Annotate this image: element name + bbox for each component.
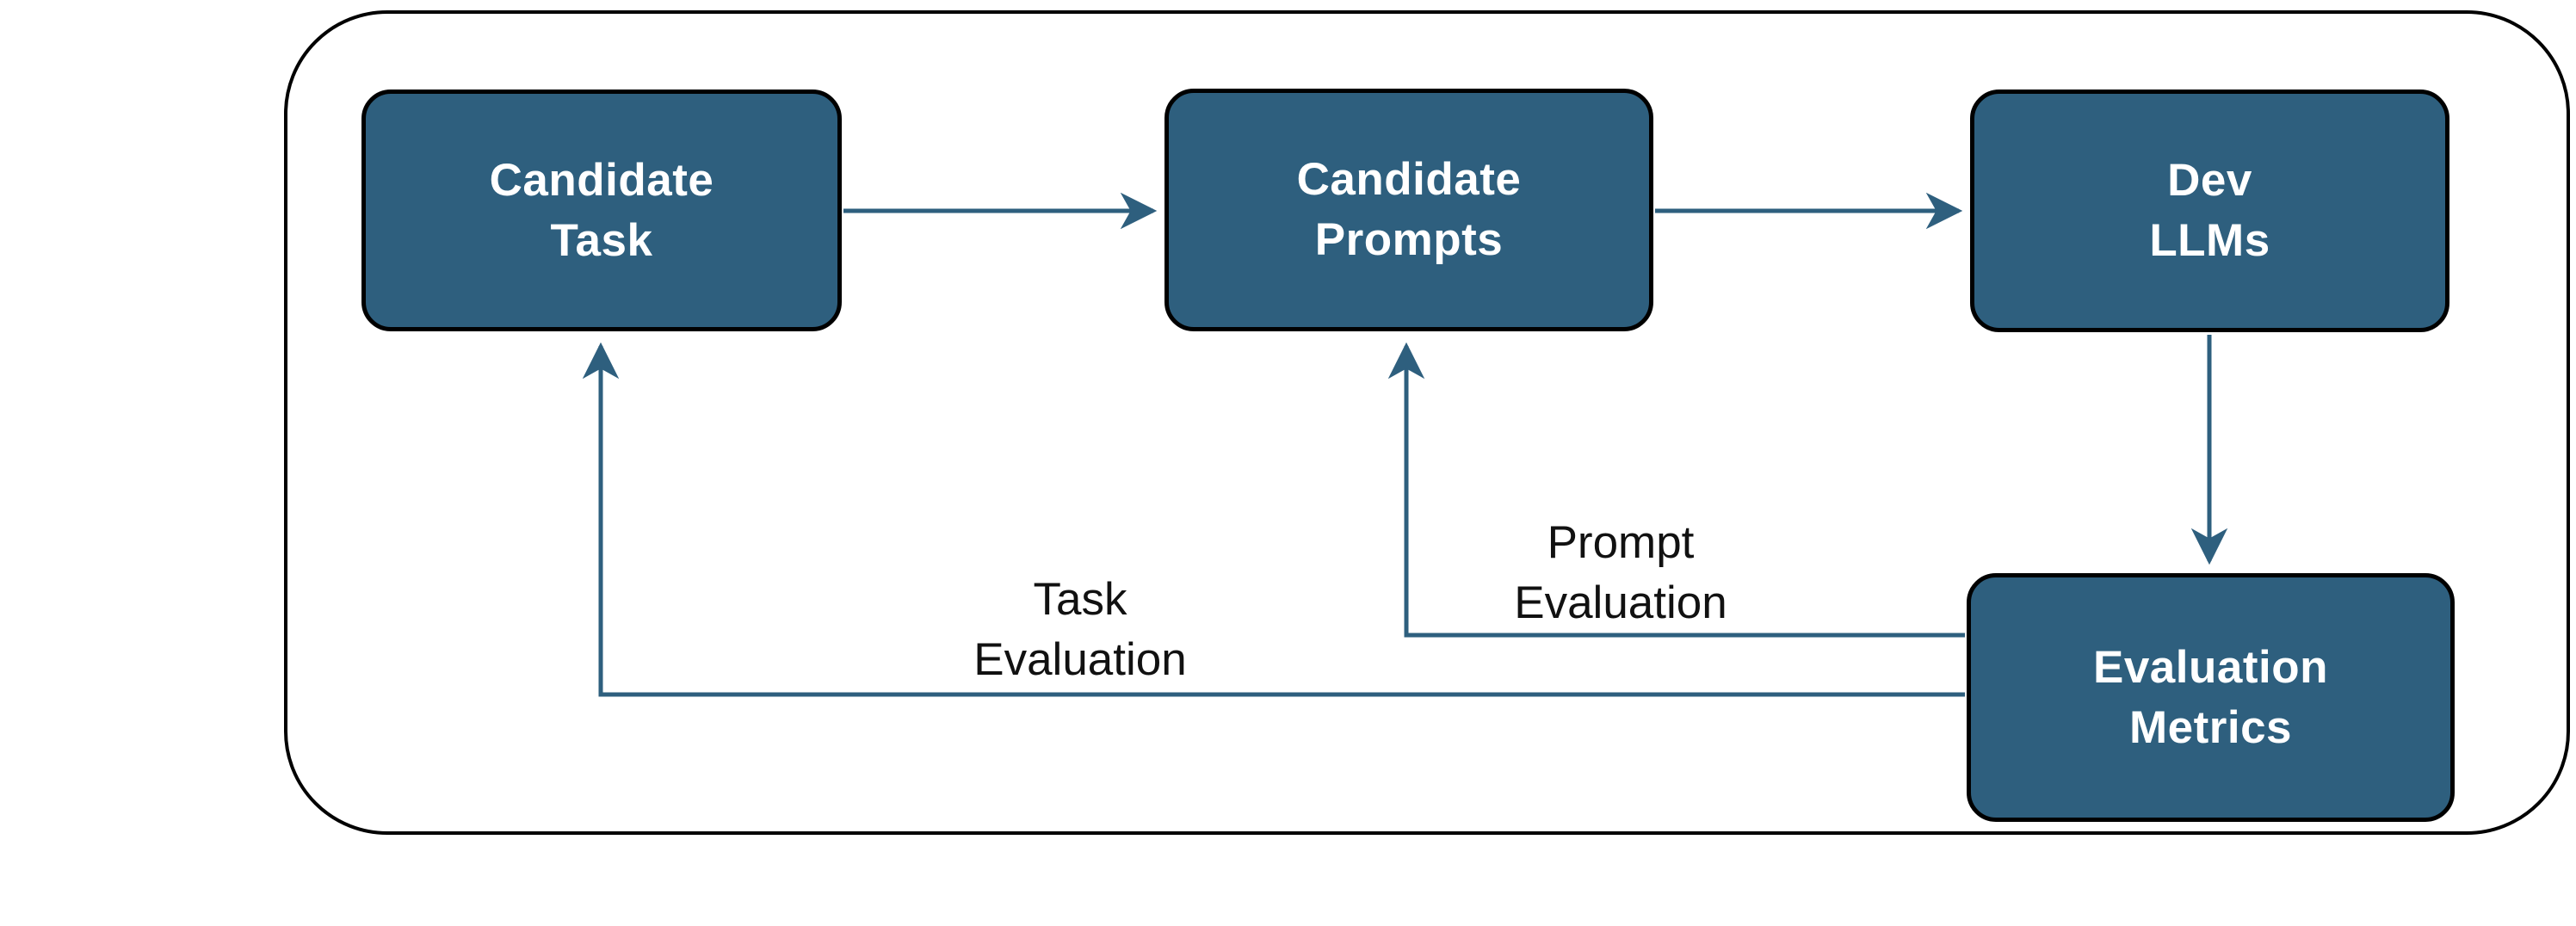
node-candidate-task-label: Candidate Task [489,154,714,266]
node-dev-llms: Dev LLMs [1970,90,2449,332]
node-evaluation-metrics-label: Evaluation Metrics [2092,641,2328,753]
edge-label-prompt-evaluation: Prompt Evaluation [1514,517,1727,628]
edge-prompt-evaluation [1387,342,1965,638]
node-candidate-prompts: Candidate Prompts [1164,89,1653,331]
node-candidate-task: Candidate Task [361,90,842,331]
node-candidate-prompts-label: Candidate Prompts [1296,154,1522,265]
edge-task-evaluation [582,342,1965,697]
node-dev-llms-label: Dev LLMs [2149,155,2270,266]
node-evaluation-metrics: Evaluation Metrics [1967,573,2455,822]
edge-label-task-evaluation: Task Evaluation [973,574,1187,685]
